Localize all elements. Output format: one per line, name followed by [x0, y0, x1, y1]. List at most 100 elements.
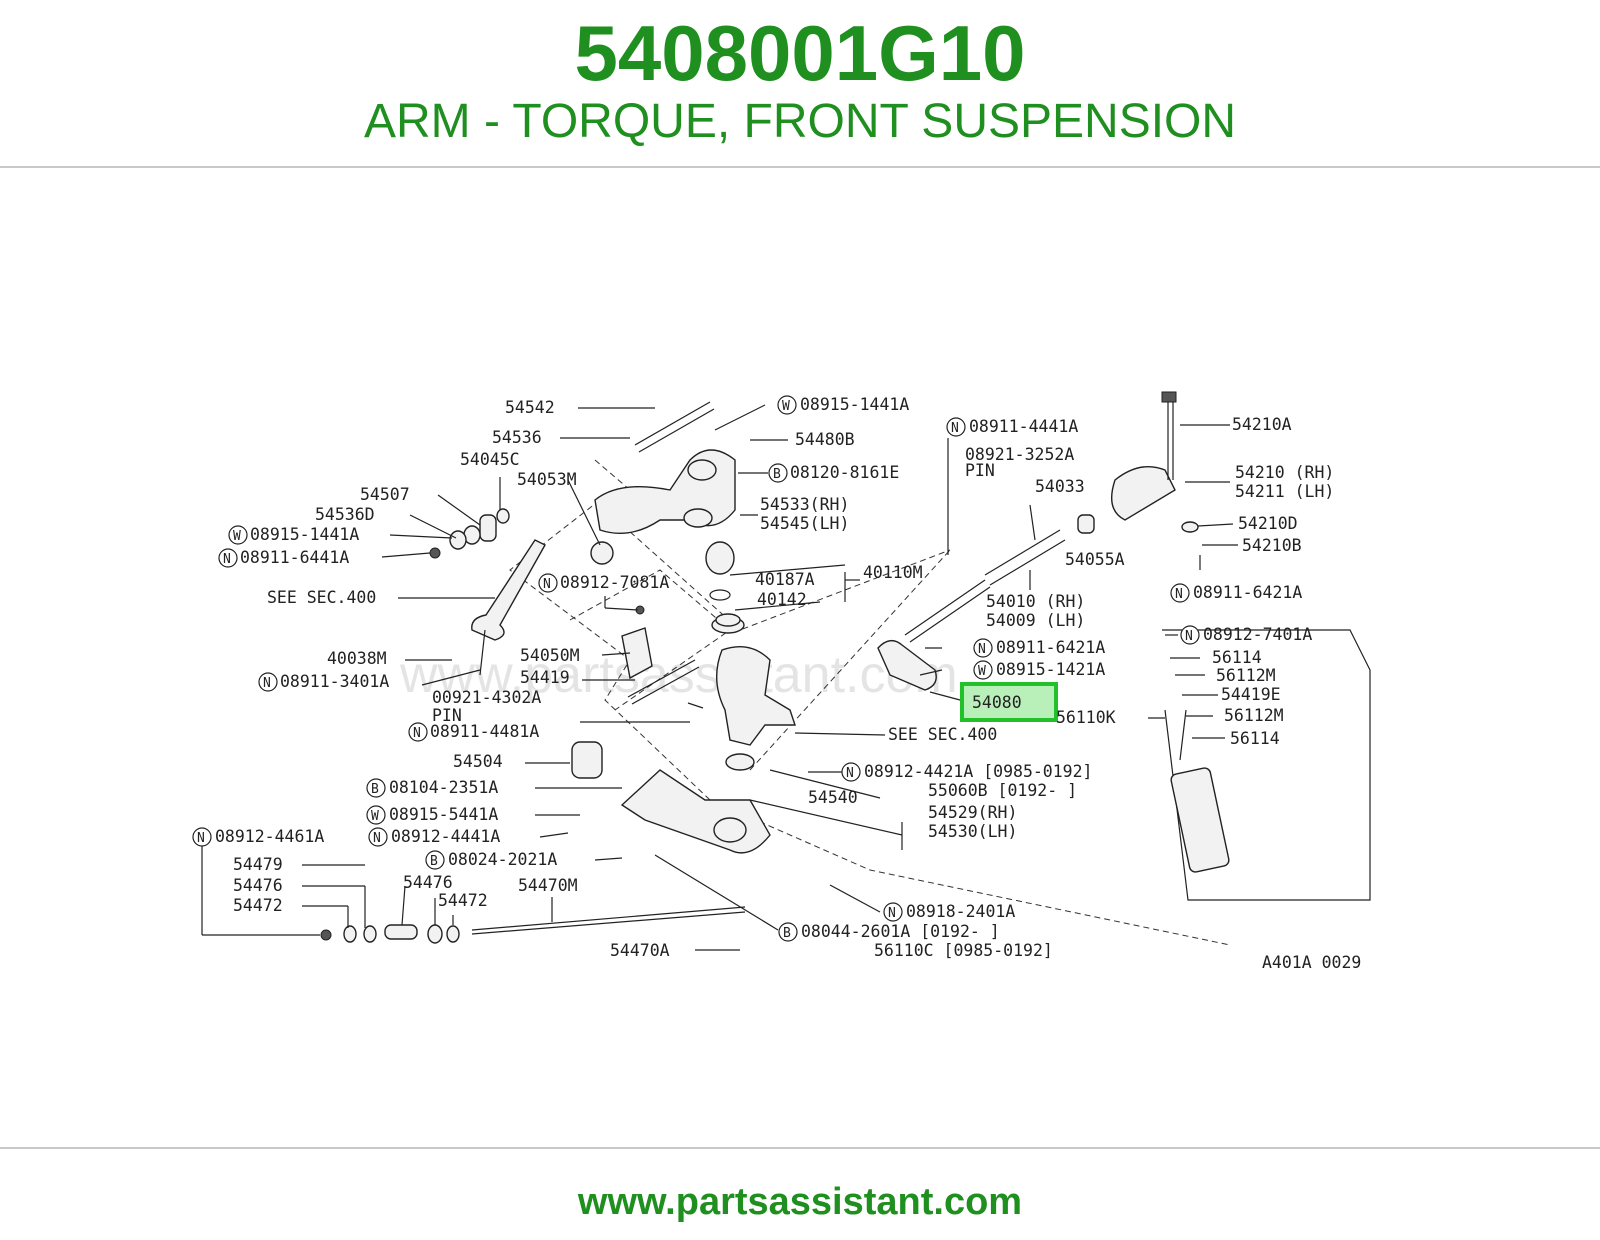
prefix-letter: B [430, 854, 438, 869]
part-description: ARM - TORQUE, FRONT SUSPENSION [363, 95, 1237, 148]
callout-54055a: 54055A [1065, 550, 1125, 569]
parts-diagram: www.partsassistant.com [192, 391, 1371, 972]
washer [446, 925, 460, 943]
prefix-letter: N [978, 642, 986, 657]
nut-prefix-icon [1180, 625, 1200, 645]
callout-54472-a: 54472 [233, 896, 283, 915]
nut-prefix-icon [408, 722, 428, 742]
diagram-watermark: www.partsassistant.com [399, 646, 958, 704]
callout-54211lh: 54211 (LH) [1235, 482, 1334, 501]
callout-08120-8161e: 08120-8161E [790, 463, 899, 482]
callout-40142: 40142 [757, 590, 807, 609]
callout-54480b: 54480B [795, 430, 855, 449]
leader-lines [201, 404, 1238, 951]
callout-54470m: 54470M [518, 876, 578, 895]
callout-08044-2601a: 08044-2601A [0192- ] [801, 922, 1000, 941]
tension-rod-bushing [384, 924, 418, 940]
prefix-letter: N [888, 906, 896, 921]
upper-arm-shaft [638, 408, 715, 453]
upper-control-arm [594, 449, 736, 535]
callout-54080[interactable]: 54080 [972, 693, 1022, 712]
idler-stud [479, 629, 486, 676]
callout-54476-b: 54476 [403, 873, 453, 892]
footer-divider [0, 1147, 1600, 1149]
callout-54507: 54507 [360, 485, 410, 504]
footer-url[interactable]: www.partsassistant.com [577, 1181, 1023, 1223]
callout-08915-1421a: 08915-1421A [996, 660, 1105, 679]
washer [1181, 521, 1199, 533]
upper-ball-joint [705, 541, 735, 575]
prefix-letter: B [371, 782, 379, 797]
bump-stop-bracket [621, 627, 653, 680]
prefix-letter: N [197, 831, 205, 846]
washer-prefix-icon [777, 395, 797, 415]
callout-54533rh: 54533(RH) [760, 495, 849, 514]
washer-prefix-icon [228, 525, 248, 545]
callout-08104-2351a: 08104-2351A [389, 778, 498, 797]
washer-prefix-icon [973, 660, 993, 680]
prefix-letter: N [543, 577, 551, 592]
header: 5408001G10 ARM - TORQUE, FRONT SUSPENSIO… [0, 0, 1600, 168]
prefix-letter: B [783, 926, 791, 941]
callout-08912-4421a: 08912-4421A [0985-0192] [864, 762, 1092, 781]
bolt-prefix-icon [778, 922, 798, 942]
spring-seat [715, 613, 741, 627]
part-number: 5408001G10 [574, 9, 1026, 97]
callout-54419e: 54419E [1221, 685, 1281, 704]
callout-see-sec-400-r: SEE SEC.400 [888, 725, 997, 744]
callout-08912-7401a: 08912-7401A [1203, 625, 1312, 644]
callout-54210rh: 54210 (RH) [1235, 463, 1334, 482]
nut [429, 547, 441, 559]
callout-08915-1441a: 08915-1441A [250, 525, 359, 544]
callout-08912-4441a: 08912-4441A [391, 827, 500, 846]
callout-08911-6441a: 08911-6441A [240, 548, 349, 567]
callout-54053m: 54053M [517, 470, 577, 489]
prefix-letter: W [782, 399, 790, 414]
nut-prefix-icon [192, 827, 212, 847]
callout-54009lh: 54009 (LH) [986, 611, 1085, 630]
callout-08915-5441a: 08915-5441A [389, 805, 498, 824]
bushing [363, 925, 377, 943]
prefix-letter: N [951, 421, 959, 436]
washer [449, 530, 467, 550]
cotter-pin [687, 702, 704, 709]
prefix-letter: N [413, 726, 421, 741]
callout-08911-4481a: 08911-4481A [430, 722, 539, 741]
callout-54479: 54479 [233, 855, 283, 874]
torque-arm-54080 [877, 640, 937, 691]
nut-prefix-icon [538, 573, 558, 593]
torque-rod [909, 586, 991, 643]
prefix-letter: N [1175, 587, 1183, 602]
callout-56114-b: 56114 [1230, 729, 1280, 748]
highlighted-part-box[interactable] [960, 682, 1058, 722]
callout-08915-1441a-top: 08915-1441A [800, 395, 909, 414]
bolt-prefix-icon [366, 778, 386, 798]
prefix-letter: W [233, 529, 241, 544]
callout-40187a: 40187A [755, 570, 815, 589]
callout-54536d: 54536D [315, 505, 375, 524]
callout-40038m: 40038M [327, 649, 387, 668]
torsion-bar [989, 539, 1066, 586]
washer [496, 508, 510, 524]
callout-54472-b: 54472 [438, 891, 488, 910]
callout-08911-4441a: 08911-4441A [969, 417, 1078, 436]
prefix-letter: W [978, 664, 986, 679]
lower-ball-joint [713, 817, 747, 843]
callout-54542: 54542 [505, 398, 555, 417]
callout-55060b: 55060B [0192- ] [928, 781, 1077, 800]
torque-rod [904, 579, 986, 636]
shock-rod [1179, 709, 1187, 761]
figure-code: A401A 0029 [1262, 953, 1361, 972]
shock-box [1162, 629, 1371, 901]
callout-54536: 54536 [492, 428, 542, 447]
callout-08912-7081a: 08912-7081A [560, 573, 669, 592]
callout-08911-3401a: 08911-3401A [280, 672, 389, 691]
callout-08912-4461a: 08912-4461A [215, 827, 324, 846]
assembly-outline [509, 459, 1231, 946]
callout-08921-3252a: 08921-3252A [965, 445, 1074, 464]
prefix-letter: B [773, 467, 781, 482]
prefix-letter: N [373, 831, 381, 846]
tension-rod [471, 911, 746, 935]
nut [320, 929, 332, 941]
bushing [427, 924, 443, 944]
